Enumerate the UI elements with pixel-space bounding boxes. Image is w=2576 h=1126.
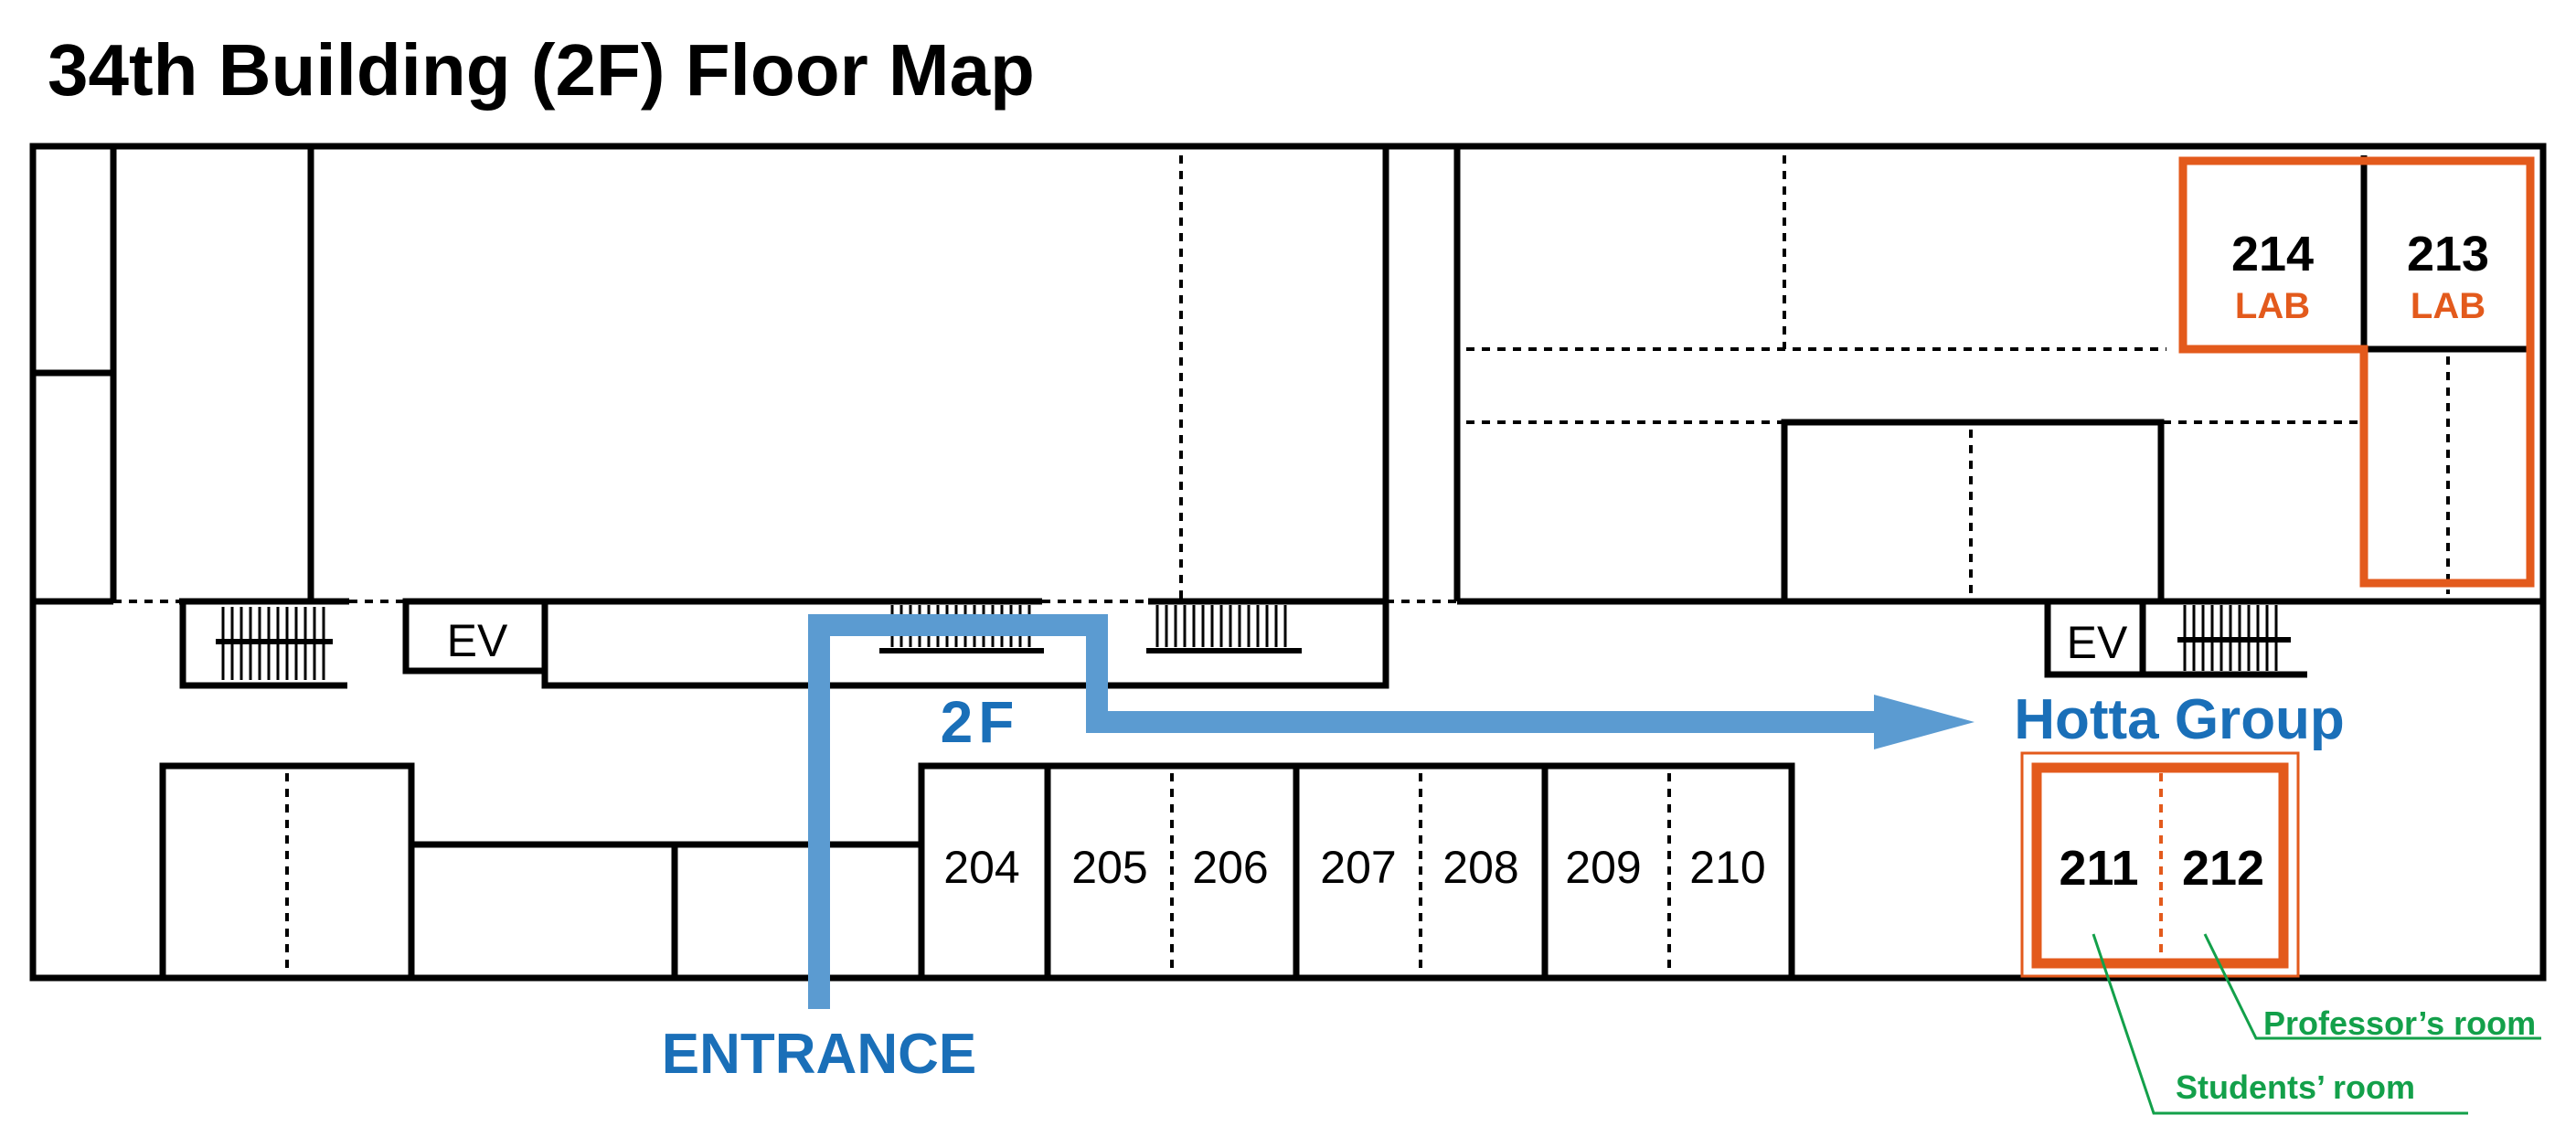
hotta-outer-frame (2020, 751, 2300, 978)
lab-outline (2178, 156, 2535, 588)
room-213-lab-label: LAB (2411, 286, 2486, 326)
room-209: 209 (1565, 842, 1641, 893)
building-walls (29, 143, 2547, 982)
room-211: 211 (2059, 841, 2138, 896)
room-210: 210 (1689, 842, 1765, 893)
stairs-center-right (1146, 605, 1302, 653)
page-title: 34th Building (2F) Floor Map (48, 29, 1035, 111)
room-214-lab-label: LAB (2235, 286, 2310, 326)
room-206: 206 (1192, 842, 1268, 893)
stairs-right (2177, 605, 2291, 671)
room-213: 213 (2407, 227, 2489, 282)
elevator-left-box (402, 598, 548, 675)
professor-room-note: Professor’s room (2263, 1004, 2536, 1042)
hotta-inner-frame (2031, 762, 2289, 969)
building-outline (29, 143, 2547, 982)
room-205: 205 (1071, 842, 1147, 893)
route-arrowhead (1874, 695, 1975, 749)
students-room-note: Students’ room (2176, 1068, 2415, 1106)
entrance-label: ENTRANCE (662, 1023, 976, 1086)
room-212: 212 (2182, 841, 2264, 896)
route-arrow (808, 614, 1975, 1009)
room-208: 208 (1442, 842, 1518, 893)
room-204: 204 (943, 842, 1019, 893)
annotation-leaders (2092, 933, 2541, 1115)
elevator-left-label: EV (447, 615, 508, 666)
elevator-right-label: EV (2067, 617, 2128, 668)
room-207: 207 (1320, 842, 1396, 893)
room-214: 214 (2231, 227, 2314, 282)
lab-area (2163, 155, 2535, 594)
stairs-left (179, 598, 347, 689)
hotta-group-rooms (2020, 751, 2300, 978)
hotta-group-label: Hotta Group (2014, 688, 2345, 751)
elevator-right-box (2044, 598, 2146, 678)
floor-label: 2F (941, 689, 1020, 755)
